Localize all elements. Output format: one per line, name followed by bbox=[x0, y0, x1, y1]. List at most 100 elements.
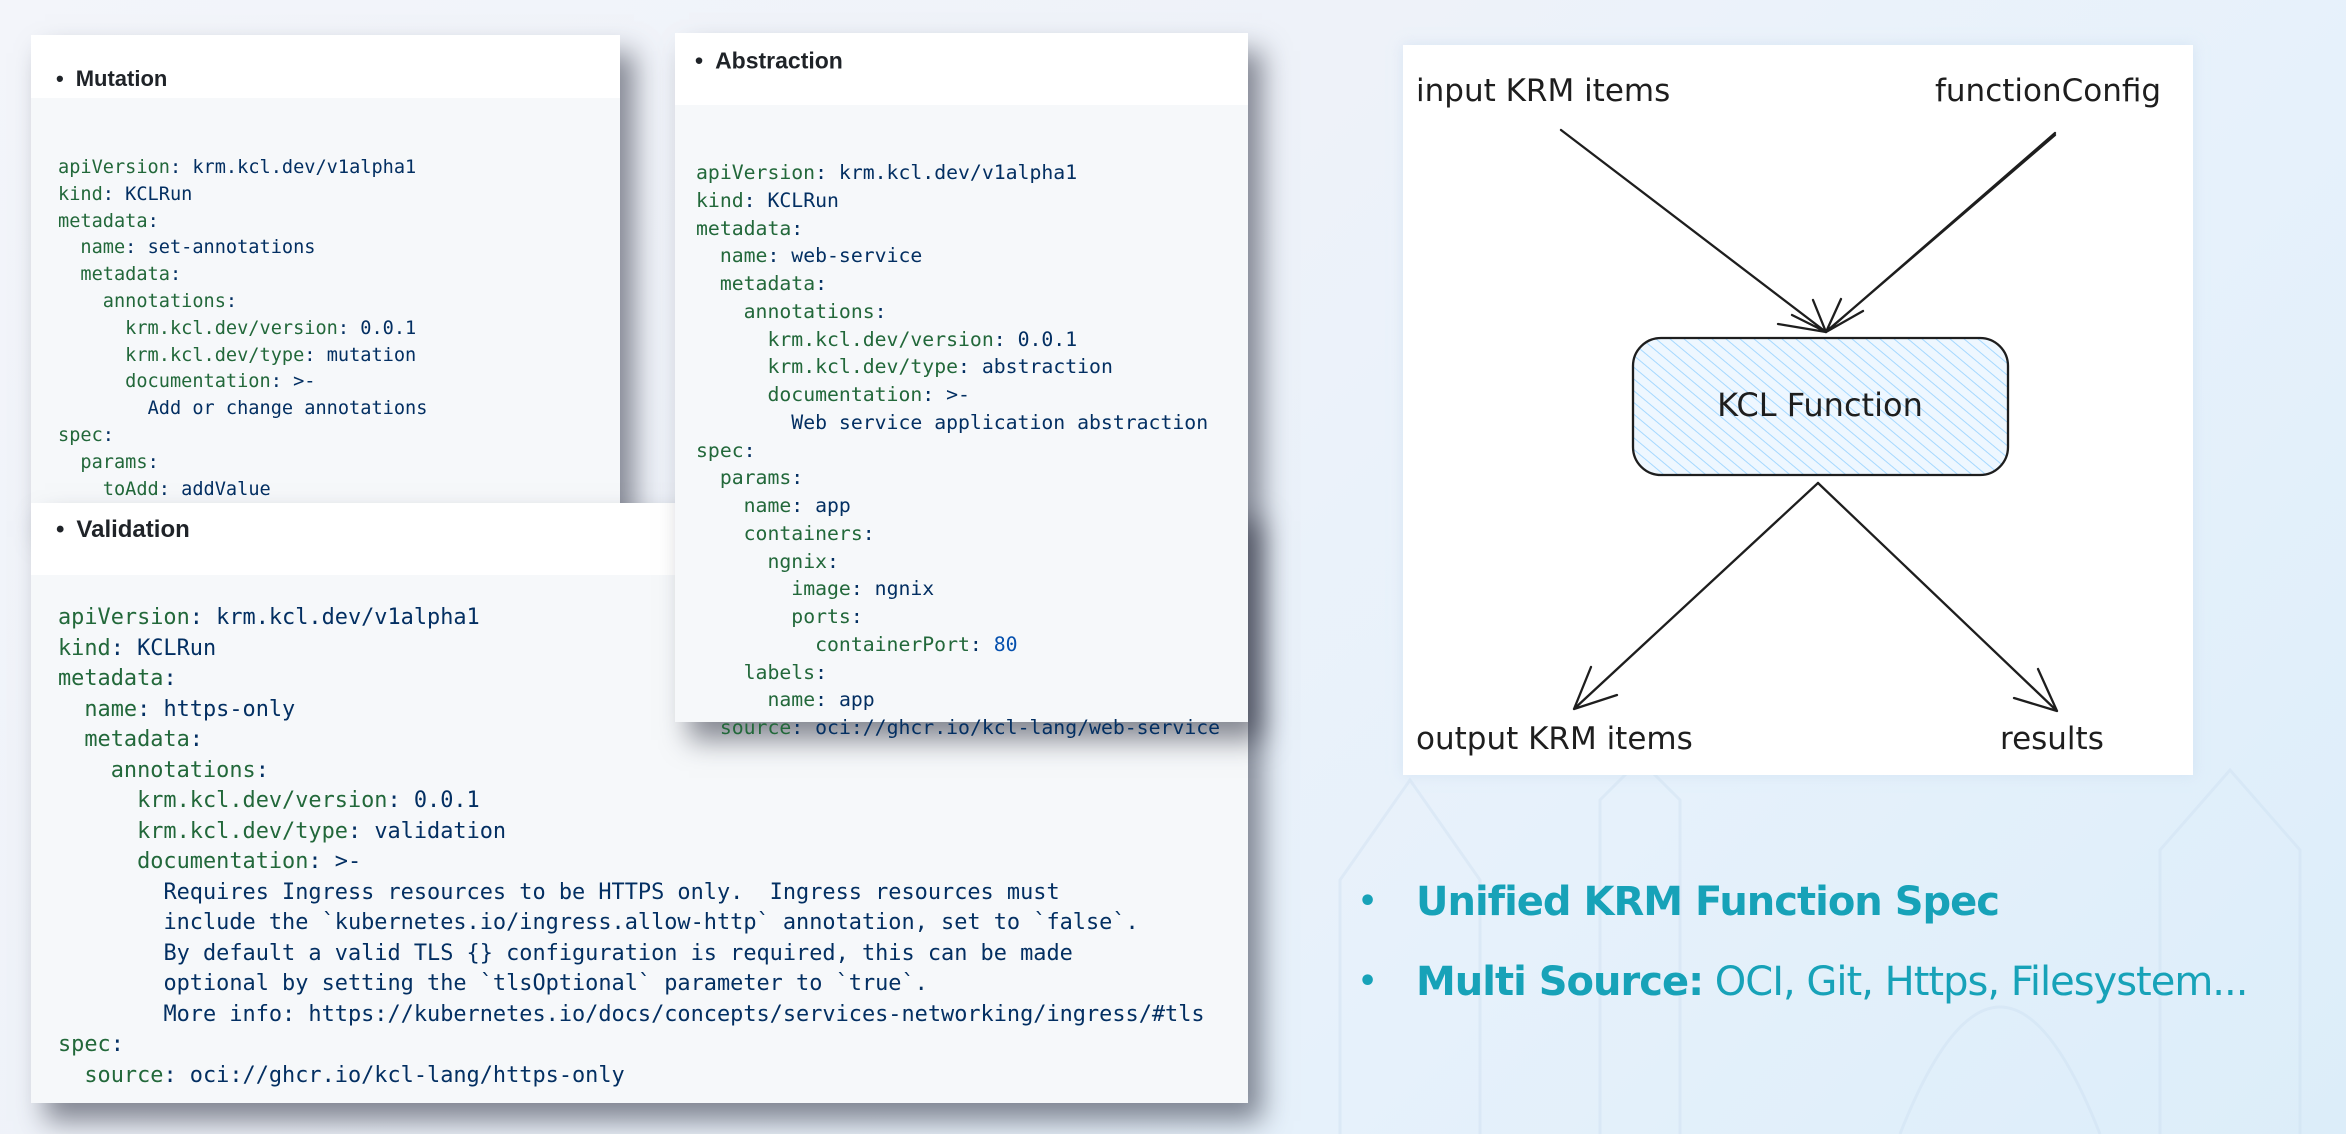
mutation-card: •Mutation apiVersion: krm.kcl.dev/v1alph… bbox=[31, 35, 620, 526]
yaml-key: name bbox=[767, 688, 816, 712]
yaml-key: spec bbox=[58, 1032, 111, 1057]
code-line: kind: KCLRun bbox=[58, 635, 217, 661]
yaml-value: web-service bbox=[791, 244, 923, 268]
yaml-key: ports bbox=[791, 605, 851, 628]
code-line: More info: https://kubernetes.io/docs/co… bbox=[58, 1000, 1205, 1031]
code-line: include the `kubernetes.io/ingress.allow… bbox=[58, 908, 1205, 939]
yaml-key: source bbox=[84, 1062, 164, 1088]
yaml-value: oci://ghcr.io/kcl-lang/https-only bbox=[189, 1062, 625, 1088]
code-line: kind: KCLRun bbox=[58, 183, 193, 205]
yaml-value: oci://ghcr.io/kcl-lang/web-service bbox=[815, 716, 1221, 739]
yaml-key: annotations bbox=[110, 757, 256, 783]
code-line: annotations: bbox=[743, 299, 887, 323]
yaml-key: krm.kcl.dev/type bbox=[125, 344, 305, 366]
yaml-value: More info: https://kubernetes.io/docs/co… bbox=[163, 1001, 1205, 1027]
code-line: kind: KCLRun bbox=[696, 188, 839, 212]
bullet-icon: • bbox=[695, 47, 704, 74]
yaml-key: name bbox=[719, 244, 768, 268]
arrow-input-to-function bbox=[1559, 128, 1828, 334]
yaml-key: spec bbox=[58, 424, 103, 446]
yaml-key: documentation bbox=[137, 849, 309, 874]
yaml-key: name bbox=[84, 696, 138, 722]
yaml-value: >- bbox=[293, 371, 316, 393]
yaml-key: labels bbox=[743, 660, 816, 684]
yaml-key: annotations bbox=[102, 290, 226, 312]
yaml-key: containerPort bbox=[815, 632, 970, 656]
code-line: metadata: bbox=[58, 210, 159, 232]
mutation-code-block: apiVersion: krm.kcl.dev/v1alpha1 kind: KC… bbox=[58, 155, 584, 530]
code-line: name: set-annotations bbox=[80, 237, 316, 259]
code-line: params: bbox=[719, 466, 804, 490]
arrow-function-to-results bbox=[1816, 481, 2059, 713]
code-line: source: oci://ghcr.io/kcl-lang/https-onl… bbox=[84, 1062, 625, 1088]
yaml-value: KCLRun bbox=[137, 635, 217, 661]
yaml-key: kind bbox=[58, 183, 103, 205]
abstraction-card-header: • Abstraction bbox=[675, 33, 1248, 105]
yaml-key: documentation bbox=[767, 383, 923, 406]
diagram-canvas: input KRM items functionConfig KCL Funct… bbox=[1416, 73, 2161, 757]
yaml-value: Requires Ingress resources to be HTTPS o… bbox=[163, 879, 1060, 905]
yaml-value: KCLRun bbox=[767, 188, 839, 212]
yaml-value: optional by setting the `tlsOptional` pa… bbox=[163, 971, 928, 996]
diagram-results: results bbox=[2000, 721, 2104, 757]
bullet-icon: • bbox=[56, 516, 65, 543]
yaml-value: set-annotations bbox=[147, 237, 316, 259]
yaml-value: addValue bbox=[181, 478, 271, 500]
yaml-value: KCLRun bbox=[125, 183, 193, 205]
yaml-value: Web service application abstraction bbox=[791, 410, 1209, 434]
yaml-key: krm.kcl.dev/version bbox=[767, 327, 994, 351]
code-line: By default a valid TLS {} configuration … bbox=[58, 939, 1205, 970]
background-watermark bbox=[1338, 760, 2302, 1134]
code-line: krm.kcl.dev/type: abstraction bbox=[767, 355, 1113, 379]
code-line: name: https-only bbox=[84, 696, 296, 722]
yaml-value: >- bbox=[334, 849, 362, 874]
yaml-key: annotations bbox=[743, 299, 875, 323]
mutation-card-header: •Mutation bbox=[31, 35, 620, 98]
kcl-function-box bbox=[1631, 336, 2010, 477]
code-line: annotations: bbox=[110, 757, 269, 783]
yaml-value: By default a valid TLS {} configuration … bbox=[163, 940, 1073, 966]
arrow-function-to-output bbox=[1572, 481, 1820, 711]
code-line: krm.kcl.dev/version: 0.0.1 bbox=[137, 788, 480, 813]
yaml-key: documentation bbox=[125, 371, 271, 393]
code-line: name: app bbox=[743, 494, 851, 517]
yaml-key: metadata bbox=[84, 727, 190, 752]
yaml-key: metadata bbox=[80, 264, 170, 286]
yaml-value: krm.kcl.dev/v1alpha1 bbox=[192, 157, 417, 178]
yaml-key: toAdd bbox=[102, 478, 159, 500]
bullet-icon: • bbox=[1358, 964, 1377, 999]
code-line: spec: bbox=[58, 1032, 124, 1057]
yaml-value: >- bbox=[946, 383, 970, 406]
yaml-key: ngnix bbox=[767, 549, 828, 573]
yaml-key: apiVersion bbox=[58, 157, 170, 178]
arrow-config-to-function bbox=[1824, 131, 2057, 334]
yaml-key: apiVersion bbox=[696, 161, 816, 184]
code-line: apiVersion: krm.kcl.dev/v1alpha1 bbox=[58, 157, 417, 178]
yaml-key: params bbox=[719, 466, 792, 490]
yaml-key: containers bbox=[743, 521, 863, 545]
kcl-function-diagram: input KRM items functionConfig KCL Funct… bbox=[1403, 45, 2193, 775]
diagram-function-config: functionConfig bbox=[1935, 73, 2161, 109]
yaml-value: abstraction bbox=[981, 355, 1113, 379]
bullet-bold-text: Unified KRM Function Spec bbox=[1416, 879, 2000, 925]
yaml-key: apiVersion bbox=[58, 605, 190, 630]
code-line: name: web-service bbox=[719, 244, 923, 268]
code-line: documentation: >- bbox=[125, 371, 316, 393]
yaml-key: krm.kcl.dev/type bbox=[137, 818, 348, 844]
yaml-key: metadata bbox=[58, 210, 148, 232]
code-line: ports: bbox=[791, 605, 863, 628]
code-line: krm.kcl.dev/version: 0.0.1 bbox=[125, 317, 417, 339]
code-line: documentation: >- bbox=[137, 849, 362, 874]
diagram-output-krm-items: output KRM items bbox=[1416, 721, 1693, 757]
diagram-input-krm-items: input KRM items bbox=[1416, 73, 1670, 109]
mutation-title: Mutation bbox=[75, 66, 168, 91]
code-line: spec: bbox=[58, 424, 114, 446]
yaml-key: spec bbox=[696, 438, 744, 462]
abstraction-title: Abstraction bbox=[715, 47, 843, 74]
validation-card: •Validation apiVersion: krm.kcl.dev/v1al… bbox=[31, 503, 1248, 1103]
yaml-key: kind bbox=[58, 635, 111, 661]
code-line: spec: bbox=[696, 438, 756, 462]
yaml-key: params bbox=[80, 451, 148, 473]
